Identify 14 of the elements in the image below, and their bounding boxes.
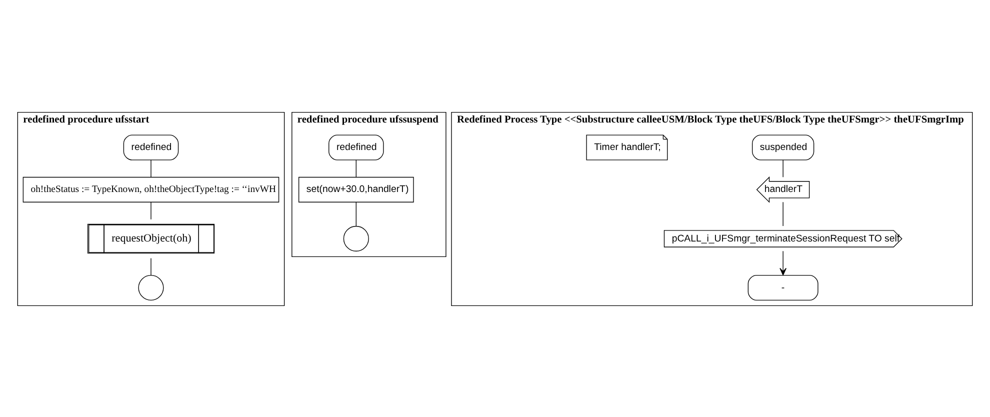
connector (782, 201, 784, 226)
connector (150, 257, 152, 276)
arrow (780, 250, 787, 275)
node-box: redefined (123, 134, 179, 160)
node-box: suspended (752, 134, 814, 160)
node-circle (343, 225, 369, 251)
node-circle (138, 274, 164, 300)
connector (150, 201, 152, 220)
node-box: redefined (328, 134, 384, 160)
connector (150, 159, 152, 177)
node-box: oh!theStatus := TypeKnown, oh!theObjectType!tag := ‘‘invWH (22, 176, 280, 202)
node-box: - (748, 274, 818, 300)
connector (782, 159, 784, 177)
node-box: set(now+30.0,handlerT) (298, 176, 414, 202)
